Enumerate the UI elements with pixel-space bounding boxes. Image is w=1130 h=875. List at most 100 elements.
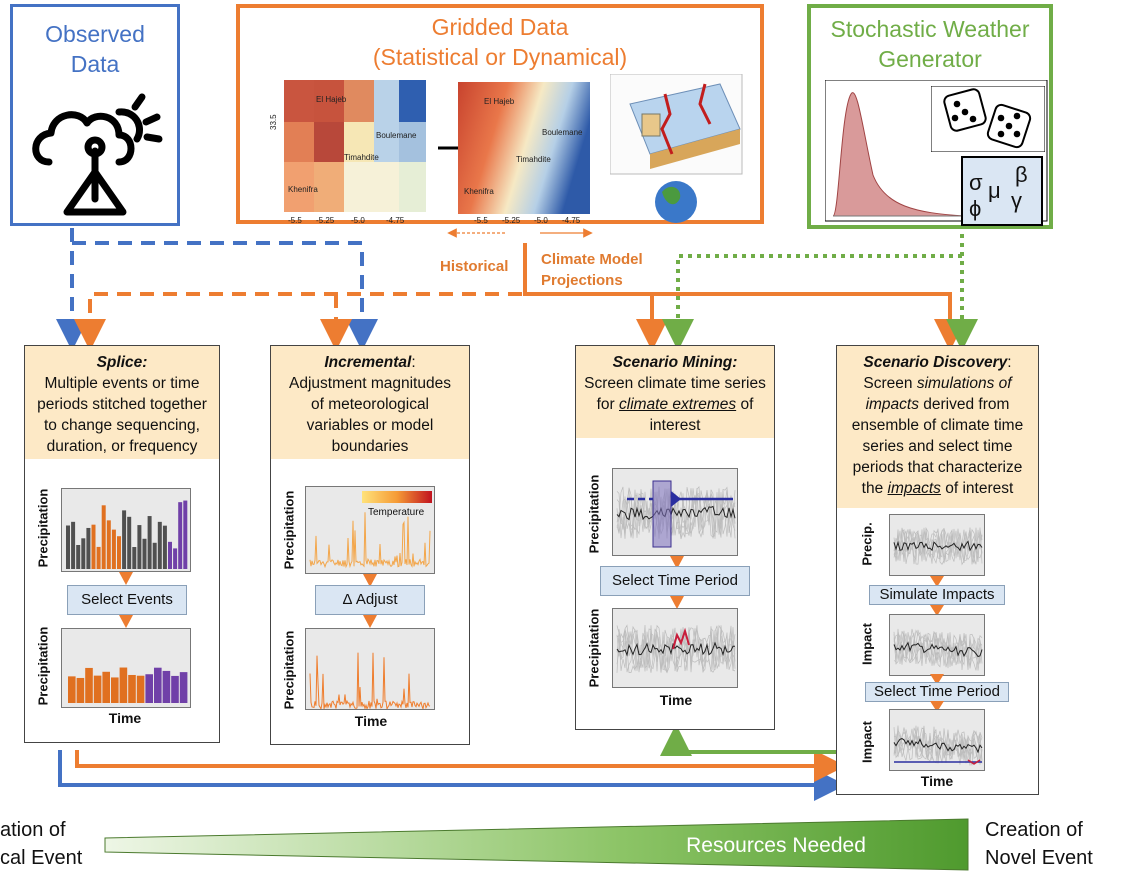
scenario-discovery-box: Scenario Discovery: Screen simulations o… [836, 345, 1039, 795]
splice-bottom-bar [102, 671, 110, 703]
splice-top-bar [162, 525, 167, 569]
discovery-l1: Screen [863, 375, 917, 392]
scenario-discovery-title: Scenario Discovery [863, 354, 1008, 371]
beta-symbol: β [1015, 162, 1028, 187]
ensemble-member-line [893, 527, 983, 566]
ensemble-member-line [893, 726, 983, 765]
splice-bottom-bar [93, 675, 102, 703]
ensemble-member-line [893, 629, 983, 667]
scenario-mining-line-1: Screen climate time series [584, 375, 766, 392]
climate-extremes-text: climate extremes [619, 396, 737, 413]
discovery-select-time-period-step: Select Time Period [865, 682, 1009, 702]
splice-top-bar [122, 510, 127, 569]
coarse-xtick-3: -4.75 [386, 216, 405, 225]
stochastic-title-line1: Stochastic Weather [830, 16, 1030, 42]
splice-top-bar [76, 544, 81, 569]
dice-icon [931, 86, 1045, 152]
fine-xtick-2: -5.0 [534, 216, 548, 225]
fine-xtick-0: -5.5 [474, 216, 488, 225]
splice-top-bar [101, 505, 106, 569]
gridded-data-box: Gridded Data (Statistical or Dynamical) … [236, 4, 764, 225]
mining-top-plot [612, 468, 738, 556]
splice-top-bar [111, 529, 116, 569]
ensemble-member-line [893, 727, 983, 766]
discovery-ylabel-precip: Precip. [859, 522, 875, 566]
splice-bottom-bar-plot [61, 628, 191, 708]
incremental-ylabel-top: Precipitation [281, 490, 297, 570]
coarse-place-0: El Hajeb [316, 95, 347, 104]
discovery-xlabel: Time [920, 773, 954, 789]
fine-place-0: El Hajeb [484, 97, 515, 106]
scenario-mining-description: Scenario Mining: Screen climate time ser… [576, 346, 774, 438]
discovery-ylabel-impact-1: Impact [859, 623, 875, 665]
splice-top-bar [173, 548, 178, 569]
splice-top-bar [81, 538, 86, 569]
bottom-flow-arrows [58, 724, 846, 801]
temperature-legend: Temperature [368, 507, 425, 518]
mining-ylabel-bottom: Precipitation [586, 608, 602, 688]
fine-place-3: Khenifra [464, 187, 494, 196]
resources-needed-text: Resources Needed [686, 834, 866, 857]
splice-top-bar [147, 516, 152, 569]
splice-top-bar [137, 525, 142, 569]
delta-adjust-step: Δ Adjust [315, 585, 425, 615]
bottom-left-line1: ation of [0, 819, 66, 841]
scenario-mining-box: Scenario Mining: Screen climate time ser… [575, 345, 775, 730]
discovery-l2-italic: impacts [865, 396, 919, 413]
mu-symbol: μ [988, 178, 1001, 203]
splice-xlabel: Time [108, 710, 142, 726]
splice-top-bar [71, 521, 76, 569]
bottom-left-label: ation of cal Event [0, 816, 82, 872]
splice-arrow-2 [119, 615, 133, 628]
scenario-mining-line-2-rest: of [736, 396, 754, 413]
fine-xtick-1: -5.25 [502, 216, 521, 225]
greek-parameters: σ μ β ϕ γ [969, 162, 1028, 221]
splice-line-2: periods stitched together [37, 396, 207, 413]
observed-title-line1: Observed [45, 21, 145, 47]
observed-data-title: Observed Data [13, 19, 177, 79]
ensemble-member-line [616, 625, 736, 673]
incremental-arrow-2 [363, 615, 377, 628]
splice-ylabel-bottom: Precipitation [35, 626, 51, 706]
splice-bottom-bar [68, 676, 76, 703]
climate-model-projections-label: Climate Model Projections [541, 249, 643, 291]
stochastic-dotted-arrows [662, 225, 978, 351]
climate-model-line1: Climate Model [541, 251, 643, 268]
splice-title: Splice: [96, 354, 148, 371]
ensemble-member-line [893, 527, 983, 565]
scenario-mining-line-3: interest [649, 417, 701, 434]
mining-bottom-plot [612, 608, 738, 688]
mining-arrow-2 [670, 596, 684, 609]
observed-data-dashed-arrows [56, 228, 378, 351]
ensemble-mean-line [893, 738, 983, 754]
mining-ylabel-top: Precipitation [586, 474, 602, 554]
splice-top-bar-plot [61, 488, 191, 572]
splice-bottom-bar [136, 675, 145, 703]
incremental-top-plot: Temperature [305, 486, 435, 574]
discovery-arrow-3 [930, 674, 944, 685]
splice-bottom-bar [145, 674, 153, 703]
splice-top-bar [142, 538, 147, 569]
splice-top-bar [183, 500, 188, 569]
historical-label: Historical [440, 258, 509, 275]
fine-place-1: Boulemane [542, 128, 583, 137]
incremental-ylabel-bottom: Precipitation [281, 630, 297, 710]
splice-top-bar [96, 546, 101, 569]
climate-model-line2: Projections [541, 272, 623, 289]
coarse-place-1: Boulemane [376, 131, 417, 140]
coarse-place-3: Khenifra [288, 185, 318, 194]
splice-top-bar [106, 520, 111, 569]
observed-data-box: Observed Data [10, 4, 180, 226]
incremental-line-3: variables or model [306, 417, 434, 434]
splice-bottom-bar [128, 674, 136, 703]
splice-bottom-bar [162, 670, 171, 703]
series-line [309, 652, 431, 709]
discovery-l2-rest: derived from [918, 396, 1010, 413]
incremental-line-4: boundaries [331, 438, 409, 455]
discovery-ylabel-impact-2: Impact [859, 721, 875, 763]
splice-line-4: duration, or frequency [46, 438, 198, 455]
splice-top-bar [127, 516, 132, 569]
incremental-arrow-1 [363, 574, 377, 587]
splice-bottom-bar [85, 667, 93, 703]
